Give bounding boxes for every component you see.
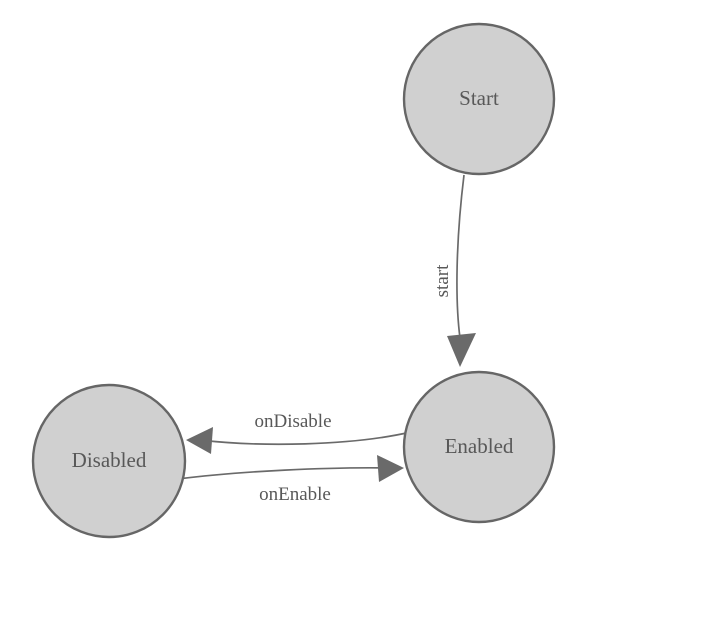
state-node-start-label: Start	[459, 86, 499, 110]
state-node-disabled[interactable]: Disabled	[31, 383, 187, 539]
state-node-enabled-label: Enabled	[445, 434, 514, 458]
edge-start-to-enabled[interactable]: start	[432, 174, 476, 367]
state-node-start[interactable]: Start	[402, 22, 556, 176]
edge-enabled-to-disabled-line	[199, 431, 412, 446]
edge-disabled-to-enabled[interactable]: onEnable	[177, 455, 404, 505]
edge-enabled-to-disabled-arrowhead	[186, 427, 213, 454]
edge-disabled-to-enabled-arrowhead	[377, 455, 404, 482]
edge-start-to-enabled-line	[456, 174, 465, 339]
state-node-start-circle	[402, 22, 556, 176]
edge-label-ondisable: onDisable	[254, 411, 331, 432]
edge-label-start: start	[432, 264, 453, 297]
edge-enabled-to-disabled[interactable]: onDisable	[186, 411, 412, 454]
edge-label-onenable: onEnable	[259, 484, 331, 505]
state-node-disabled-label: Disabled	[72, 448, 147, 472]
edge-start-to-enabled-arrowhead	[447, 333, 476, 367]
state-node-enabled-circle	[402, 370, 556, 524]
state-node-disabled-circle	[31, 383, 187, 539]
state-node-enabled[interactable]: Enabled	[402, 370, 556, 524]
edge-disabled-to-enabled-line	[177, 467, 391, 480]
